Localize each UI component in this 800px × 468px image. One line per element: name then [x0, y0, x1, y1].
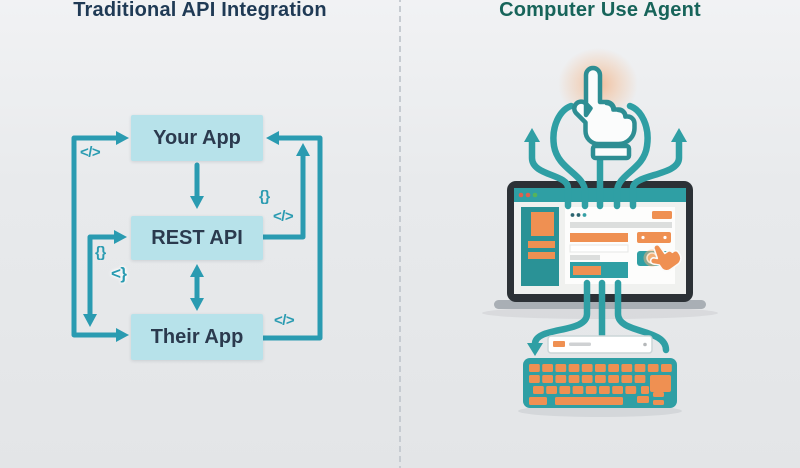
window-dot-red	[525, 192, 531, 198]
angle-brace-icon: <}	[111, 264, 127, 283]
api-flow-diagram	[71, 131, 323, 342]
search-bar-illustration	[547, 335, 653, 354]
spacebar-key	[555, 397, 623, 405]
window-dot-red	[518, 192, 524, 198]
tentacle-arrowheads-top	[524, 128, 687, 142]
search-icon	[643, 342, 647, 347]
braces-icon: {}	[95, 244, 106, 261]
computer-use-illustration	[482, 48, 718, 417]
flow-arrowheads	[83, 131, 310, 342]
search-chip	[553, 341, 565, 347]
code-tag-icon: </>	[80, 144, 101, 161]
node-their-app: Their App	[131, 314, 263, 360]
keyboard-keys	[529, 364, 672, 405]
arrow-outer-left	[71, 135, 125, 338]
window-dot-green	[532, 192, 538, 198]
monitor-illustration	[494, 181, 706, 309]
node-rest-api: REST API	[131, 216, 263, 260]
tentacle-lines-bottom	[531, 279, 670, 354]
enter-key	[650, 375, 671, 392]
keyboard-illustration	[523, 358, 677, 408]
arrow-inner-right	[260, 149, 306, 240]
browser-sidebar	[521, 207, 559, 286]
braces-icon: {}	[259, 188, 270, 205]
hand-cuff	[590, 143, 632, 161]
tentacle-arrowhead-bottom	[527, 343, 543, 356]
tentacle-lines-top	[528, 102, 683, 210]
panel-divider	[399, 0, 401, 468]
click-hand-icon	[649, 243, 682, 272]
node-your-app: Your App	[131, 115, 263, 161]
hand-cursor-icon	[572, 65, 637, 161]
code-tag-icon: </>	[273, 208, 294, 225]
code-tag-icon: </>	[274, 312, 295, 329]
left-panel-title: Traditional API Integration	[73, 0, 327, 21]
flow-arrows	[71, 135, 323, 341]
search-placeholder-bar	[569, 342, 591, 346]
arrow-inner-left	[87, 234, 123, 321]
right-panel-title: Computer Use Agent	[499, 0, 701, 21]
orange-button	[637, 232, 671, 243]
arrow-outer-right	[260, 135, 323, 341]
